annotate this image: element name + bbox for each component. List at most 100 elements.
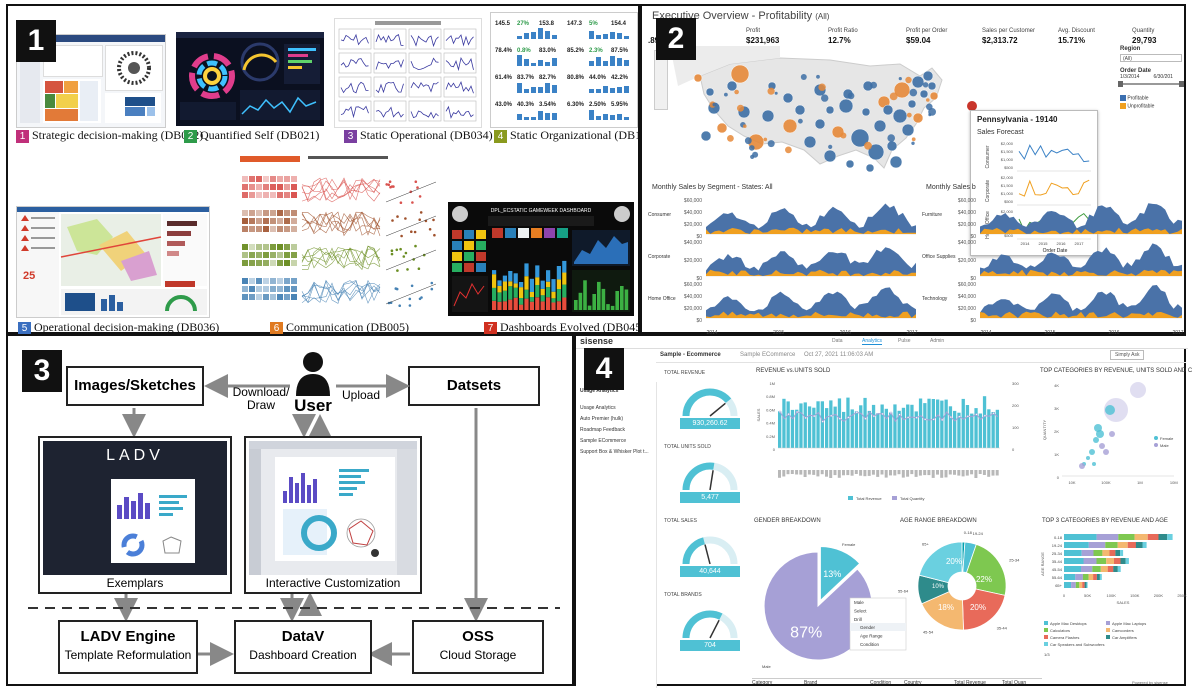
thumb6-tile — [249, 192, 255, 198]
rev-bar — [871, 404, 876, 448]
dashboard-name[interactable]: Sample - Ecommerce — [660, 352, 721, 358]
table-header-cell[interactable]: Total Quan — [1002, 680, 1027, 686]
sidebar-item[interactable]: Usage Analytics — [580, 388, 619, 394]
bar-segment — [1117, 566, 1121, 572]
bar-segment — [1099, 574, 1102, 580]
age-slice-label: 65+ — [922, 541, 929, 546]
thumb6-tile — [291, 184, 297, 190]
images-sketches-box[interactable]: Images/Sketches — [66, 366, 204, 406]
thumb-operational-decision[interactable]: 25 — [16, 206, 210, 318]
area-xtick: 2014 — [980, 330, 991, 336]
thumb4-bar — [552, 34, 557, 39]
thumb6-tile — [270, 176, 276, 182]
rev-quantity-point — [983, 414, 987, 417]
thumb4-value: 145.5 — [495, 21, 511, 27]
kpi-label: Profit — [746, 28, 761, 34]
bar-chart[interactable]: AGE RANGE0-1819-2425-3435-4445-5455-6465… — [1040, 524, 1188, 658]
thumb7-bar — [551, 298, 556, 303]
interactive-frame[interactable]: Interactive Customization — [244, 436, 422, 594]
map-selected-dot — [967, 101, 977, 111]
thumb7-green-bar — [587, 305, 592, 310]
map-city-dot — [749, 145, 755, 151]
order-date-label: Order Date — [1120, 68, 1152, 74]
data-table[interactable]: Category Brand Condition Country Total Reven… — [752, 678, 1042, 689]
thumb6-tile — [284, 260, 290, 266]
sidebar-item[interactable]: Usage Analytics — [580, 405, 616, 411]
thumb6-tile — [291, 278, 297, 284]
age-slice-label: 45-54 — [923, 630, 934, 635]
area-unprofitable — [980, 227, 1182, 234]
thumb-quantified-self[interactable] — [176, 32, 324, 126]
thumb7-player — [464, 241, 474, 250]
thumb6-line — [301, 281, 381, 303]
thumb-static-operational[interactable] — [334, 18, 482, 128]
table-header-cell[interactable]: Total Revenue — [954, 680, 986, 686]
bar-segment — [1075, 582, 1080, 588]
datsets-box[interactable]: Datsets — [408, 366, 540, 406]
map-city-dot — [828, 144, 833, 149]
region-select[interactable]: (All) — [1120, 54, 1182, 62]
date-start: 1/3/2014 — [1120, 74, 1140, 80]
thumb-strategic[interactable] — [16, 34, 166, 128]
kpi-gauge — [682, 388, 738, 417]
map-city-dot — [724, 92, 728, 97]
date-slider[interactable] — [1118, 81, 1184, 87]
datav-box[interactable]: DataV Dashboard Creation — [234, 620, 372, 674]
table-header-cell[interactable]: Category — [752, 680, 773, 686]
thumb3-cell — [373, 52, 407, 74]
us-map[interactable] — [670, 46, 1002, 178]
simply-ask-button[interactable]: Simply Ask — [1110, 350, 1145, 360]
rev-quantity-point — [966, 415, 969, 418]
bar-segment — [1064, 558, 1084, 564]
thumb-communication[interactable] — [232, 154, 442, 316]
ladv-engine-box[interactable]: LADV Engine Template Reformulation — [58, 620, 198, 674]
thumb-dashboards-evolved[interactable]: DPL_ECSTATIC GAMEWEEK DASHBOARD — [448, 202, 634, 316]
thumb3-line — [445, 34, 474, 47]
bar-segment — [1120, 558, 1126, 564]
thumb7-green-bar — [615, 291, 619, 310]
thumb4-bar — [538, 59, 543, 66]
thumb6-dot — [390, 249, 394, 252]
dashboard-breadcrumb[interactable]: Sample ECommerce — [740, 352, 796, 358]
user-node[interactable]: User — [292, 350, 334, 416]
table-header-cell[interactable]: Country — [904, 680, 922, 686]
oss-sub: Cloud Storage — [439, 648, 517, 662]
thumb4-value: 83.7% — [517, 75, 535, 81]
table-header-cell[interactable]: Condition — [870, 680, 892, 686]
thumb6-tile — [277, 286, 283, 292]
thumb3-cell — [408, 52, 442, 74]
nav-tab-admin[interactable]: Admin — [930, 338, 945, 344]
map-city-dot — [737, 104, 744, 112]
nav-tab-data[interactable]: Data — [832, 338, 843, 344]
sidebar-item[interactable]: Support Box & Whisker Plot t... — [580, 449, 649, 455]
rev-bar — [833, 406, 837, 448]
area-ytick: $60,000 — [684, 282, 702, 288]
sidebar-item[interactable]: Sample ECommerce — [580, 438, 627, 444]
rev-bar — [944, 399, 948, 448]
rev-navigator-bar — [807, 470, 811, 475]
exemplars-frame[interactable]: LADV Exemplars — [38, 436, 232, 594]
thumb6-dot — [391, 219, 394, 222]
rev-bar — [807, 406, 812, 448]
scatter-ytick: 0 — [1057, 475, 1060, 480]
thumb3-cell — [373, 100, 407, 122]
sidebar-item[interactable]: Auto Premier (hulk) — [580, 416, 624, 422]
thumb6-dot — [414, 180, 418, 183]
revenue-chart[interactable]: 1M0.8M0.6M0.4M0.2M03002001000SALESTotal … — [752, 376, 1036, 510]
rev-quantity-point — [906, 416, 910, 419]
thumb6-tile — [263, 244, 269, 250]
area-segment-label: Consumer — [648, 212, 671, 218]
thumb3-line — [375, 33, 404, 46]
sidebar-item[interactable]: Roadmap Feedback — [580, 427, 626, 433]
bar-legend-swatch — [1106, 635, 1110, 639]
table-header-cell[interactable]: Brand — [804, 680, 818, 686]
thumb7-bar — [502, 281, 507, 291]
gender-chart[interactable]: 13%87%FemaleMaleMaleSelectDrillGenderAge… — [752, 524, 912, 669]
nav-tab-pulse[interactable]: Pulse — [898, 338, 911, 344]
map-city-dot — [785, 146, 792, 154]
oss-box[interactable]: OSS Cloud Storage — [412, 620, 544, 674]
nav-tab-analytics[interactable]: Analytics — [862, 338, 883, 345]
